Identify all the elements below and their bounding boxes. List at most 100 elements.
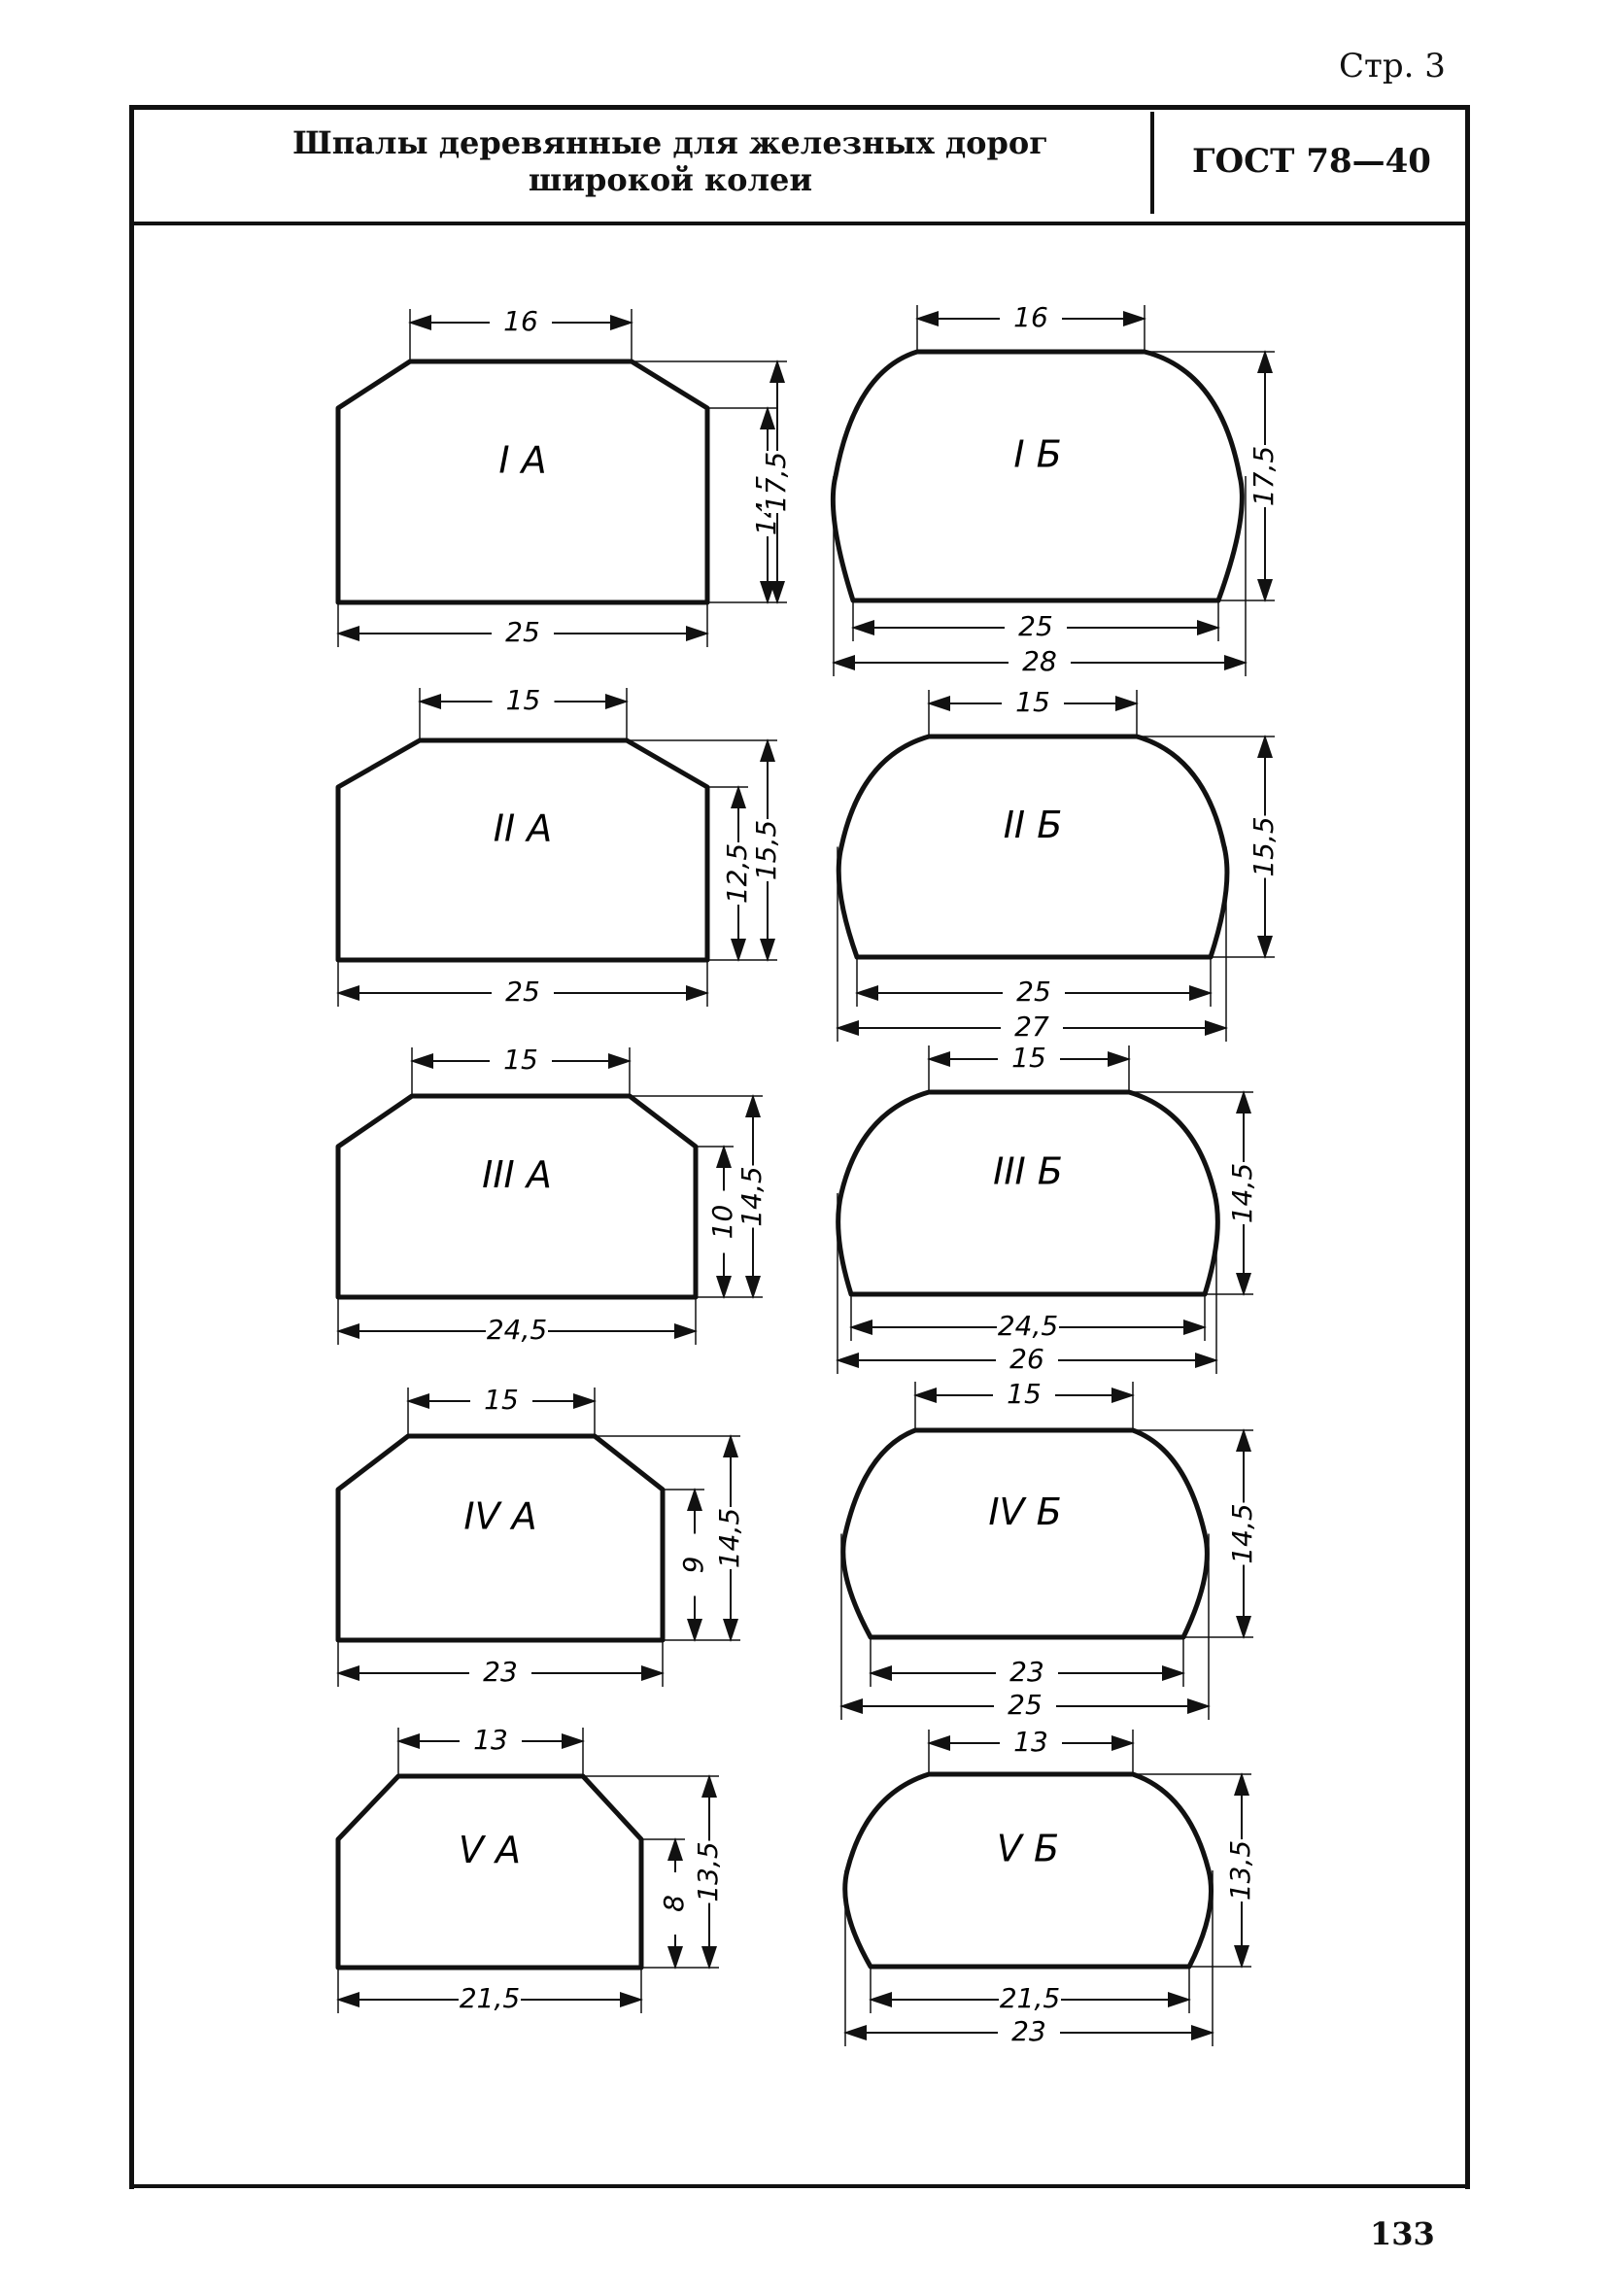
dimension-value: 17,5 [760, 452, 792, 512]
dimension-label-bg [679, 1533, 708, 1596]
bottom-width-dimension: 24,5 [849, 1310, 1207, 1342]
dimension-label-bg [752, 819, 781, 881]
dimension-label-bg [492, 977, 554, 1007]
dimension-value: 15 [1015, 686, 1050, 718]
overall-width-dimension: 26 [836, 1343, 1218, 1375]
overall-width-dimension: 27 [836, 1011, 1228, 1043]
dimension-label-bg [660, 1872, 689, 1935]
dimension-label-bg [1226, 1839, 1255, 1902]
dimension-value: 23 [1009, 1656, 1044, 1688]
dimension-label-bg [1001, 1012, 1063, 1042]
dimension-label-bg [737, 1165, 767, 1228]
top-width-dimension: 16 [408, 305, 633, 337]
document-title-line-2: широкой колеи [528, 161, 813, 198]
bottom-width-dimension: 25 [336, 616, 709, 648]
dimension-value: 28 [1022, 645, 1057, 677]
top-width-dimension: 15 [410, 1044, 632, 1076]
sleeper-outline-trapezoid [335, 1093, 699, 1300]
overall-width-dimension: 23 [843, 2015, 1214, 2047]
bottom-width-dimension: 24,5 [336, 1314, 698, 1346]
dimension-label-bg [997, 1312, 1059, 1341]
document-title-line-1: Шпалы деревянные для железных дорог [292, 124, 1048, 161]
dimension-value: 12,5 [721, 843, 753, 904]
sleeper-outline-trapezoid [335, 737, 710, 963]
dimension-label-bg [469, 1658, 531, 1687]
bottom-width-dimension: 23 [336, 1656, 665, 1688]
top-width-dimension: 15 [927, 1042, 1131, 1074]
page-frame [129, 105, 1470, 2189]
page-number: 133 [1370, 2215, 1435, 2252]
dimension-label-bg [460, 1726, 522, 1755]
total-height-dimension: 14,5 [1226, 1090, 1258, 1296]
dimension-label-bg [490, 1045, 552, 1075]
dimension-value: 14,5 [1226, 1163, 1258, 1223]
dimension-label-bg [1003, 977, 1065, 1007]
side-height-dimension: 12,5 [721, 785, 753, 962]
dimension-value: 25 [505, 616, 540, 648]
section-label: III A [482, 1153, 552, 1196]
total-height-dimension: 17,5 [1248, 350, 1280, 602]
dimension-value: 21,5 [460, 1982, 520, 2014]
total-height-dimension: 17,5 [760, 360, 792, 604]
dimension-label-bg [492, 618, 554, 647]
dimension-label-bg [1000, 1728, 1062, 1757]
document-title: Шпалы деревянные для железных дорог широ… [253, 124, 1088, 198]
dimension-value: 15 [484, 1384, 519, 1416]
dimension-label-bg [708, 1190, 737, 1253]
dimension-label-bg [459, 1984, 521, 2013]
top-width-dimension: 15 [927, 686, 1139, 718]
dimension-label-bg [993, 1380, 1055, 1409]
cross-section-1: I A162514,517,5 [335, 305, 792, 648]
total-height-dimension: 14,5 [735, 1094, 768, 1299]
sleeper-outline-rounded [840, 1427, 1210, 1640]
bottom-width-dimension: 21,5 [336, 1982, 643, 2014]
dimension-value: 26 [1009, 1343, 1044, 1375]
section-label: V Б [997, 1828, 1059, 1870]
total-height-dimension: 14,5 [1226, 1428, 1258, 1639]
dimension-label-bg [996, 1345, 1058, 1374]
dimension-value: 23 [1011, 2015, 1046, 2047]
dimension-value: 14,5 [735, 1166, 768, 1226]
overall-width-dimension: 25 [839, 1689, 1211, 1721]
dimension-value: 25 [1016, 976, 1051, 1008]
top-width-dimension: 15 [418, 684, 629, 716]
top-width-dimension: 13 [396, 1724, 585, 1756]
total-height-dimension: 13,5 [1224, 1772, 1256, 1969]
dimension-label-bg [998, 1044, 1060, 1073]
bottom-width-dimension: 23 [869, 1656, 1185, 1688]
sleeper-outline-rounded [842, 1771, 1214, 1970]
dimension-value: 25 [505, 976, 540, 1008]
top-width-dimension: 16 [915, 301, 1146, 333]
dimension-label-bg [1228, 1162, 1257, 1224]
dimension-label-bg [694, 1840, 723, 1903]
dimension-label-bg [1009, 647, 1071, 676]
total-height-dimension: 13,5 [692, 1774, 724, 1970]
section-label: IV Б [988, 1491, 1061, 1533]
section-label: II Б [1004, 804, 1063, 846]
dimension-value: 14,5 [1226, 1503, 1258, 1563]
header-divider [1150, 112, 1154, 214]
section-label: I A [498, 439, 546, 482]
dimension-label-bg [762, 451, 791, 513]
top-width-dimension: 15 [913, 1378, 1135, 1410]
dimension-label-bg [1228, 1502, 1257, 1565]
dimension-value: 15 [1007, 1378, 1042, 1410]
dimension-value: 9 [677, 1557, 709, 1574]
sleeper-outline-rounded [830, 349, 1245, 603]
dimension-value: 25 [1018, 610, 1053, 642]
total-height-dimension: 15,5 [1248, 735, 1280, 959]
dimension-label-bg [486, 1316, 548, 1345]
top-width-dimension: 13 [927, 1726, 1135, 1758]
dimension-label-bg [999, 1984, 1061, 2013]
dimension-label-bg [1249, 815, 1279, 878]
dimension-value: 10 [706, 1205, 738, 1240]
